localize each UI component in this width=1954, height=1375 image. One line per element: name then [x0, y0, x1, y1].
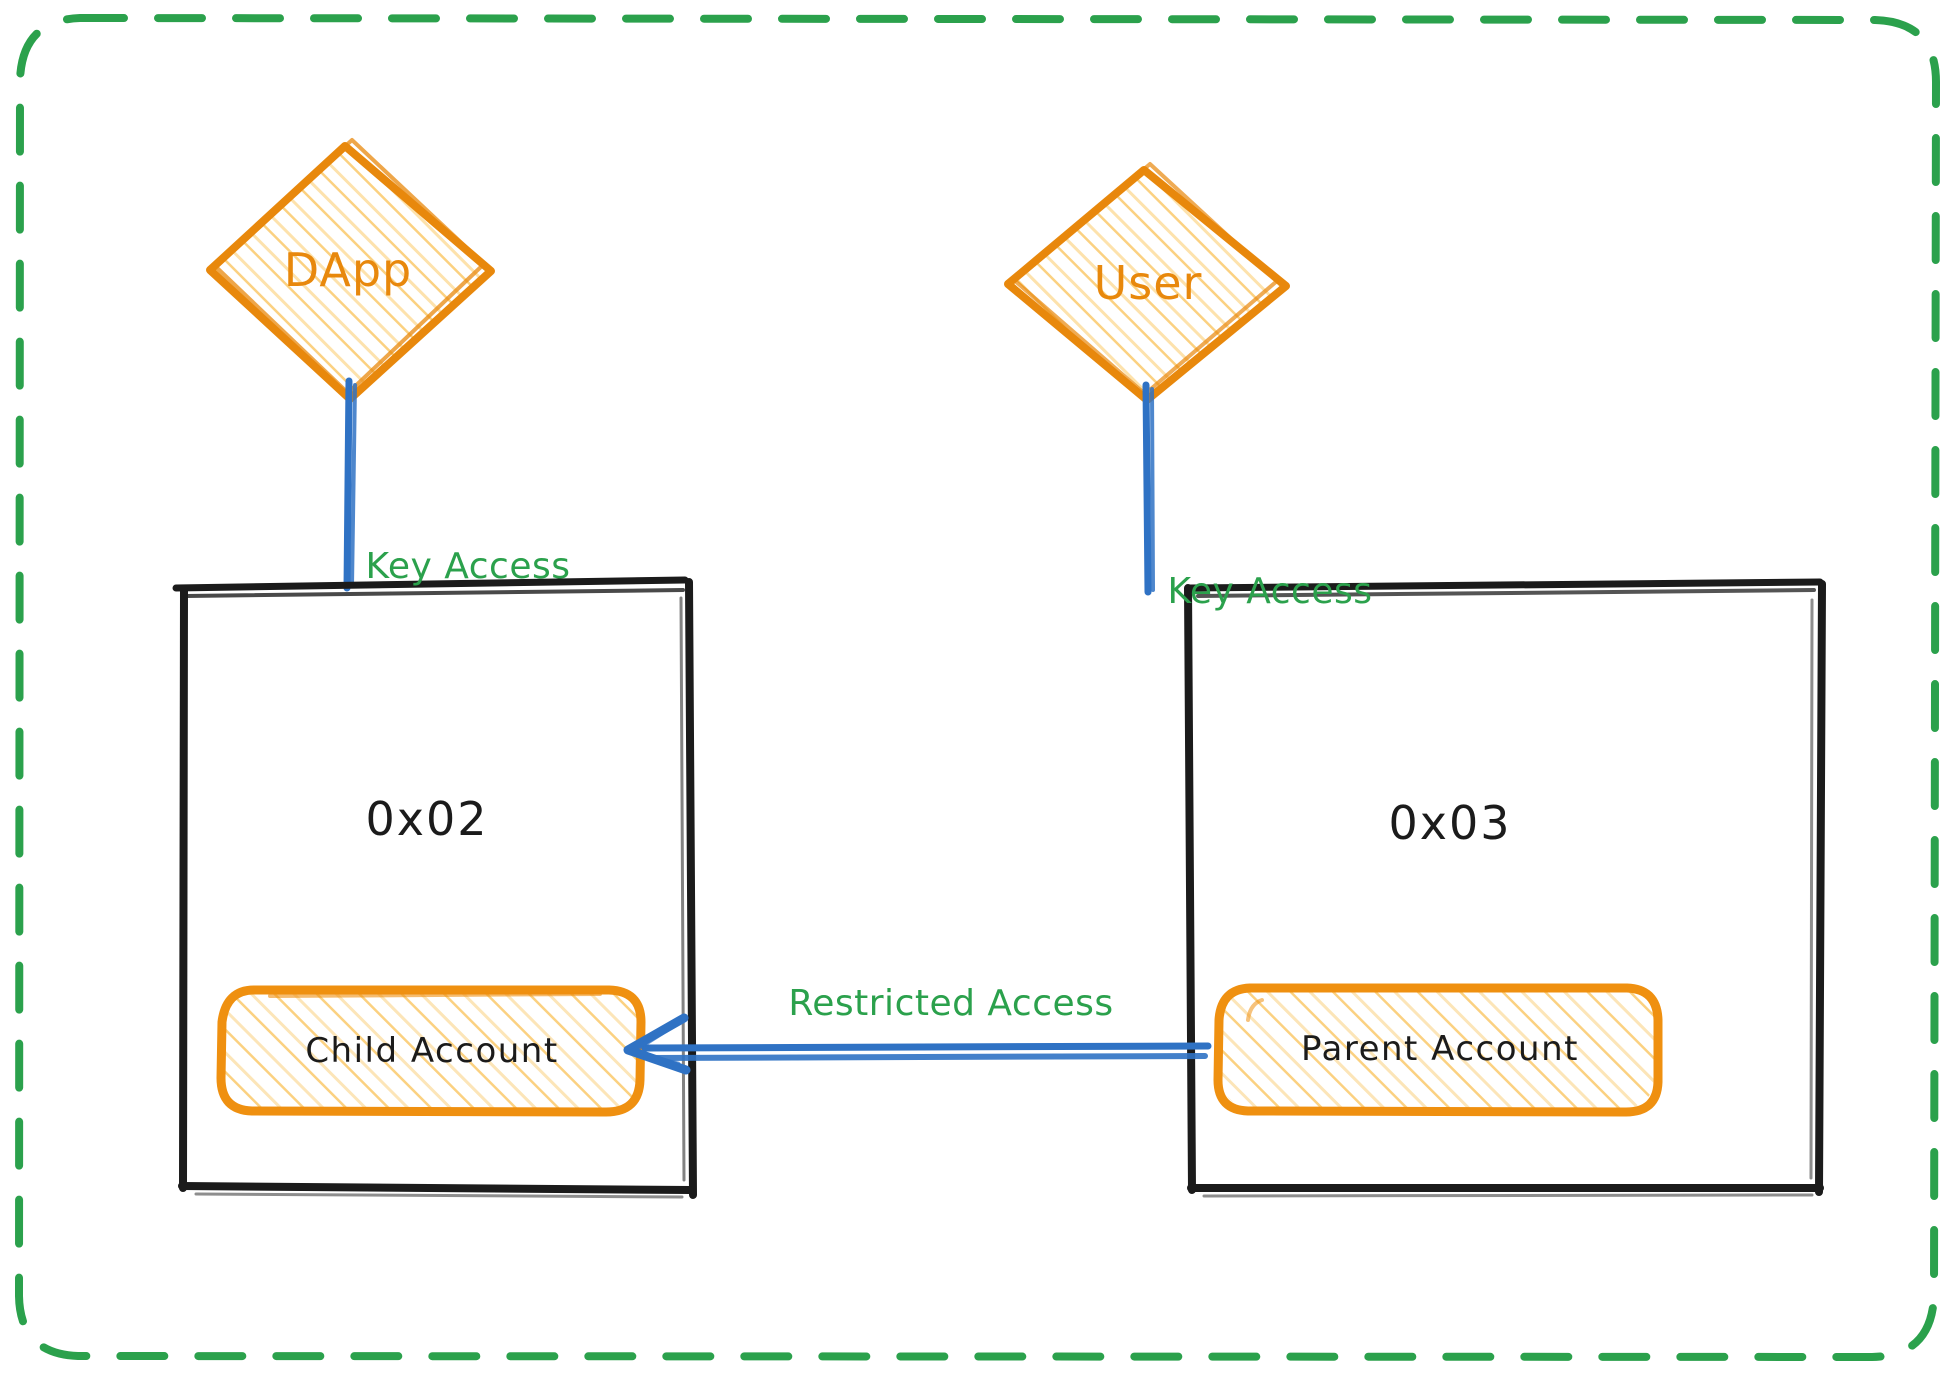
edge-dapp-to-child	[343, 377, 357, 592]
edge-label-key-access-dapp: Key Access	[365, 546, 571, 587]
account-box-0x03	[1184, 578, 1826, 1198]
edge-parent-to-child	[623, 1013, 1212, 1075]
edge-label-restricted-access: Restricted Access	[788, 983, 1114, 1024]
pill-label-parent-account: Parent Account	[1301, 1029, 1579, 1069]
pill-label-child-account: Child Account	[305, 1031, 559, 1071]
node-label-user: User	[1093, 256, 1203, 310]
account-address-0x03: 0x03	[1388, 796, 1512, 850]
account-box-0x02	[172, 576, 697, 1199]
pill-child-account[interactable]	[216, 985, 646, 1117]
blockchain-boundary	[14, 13, 1941, 1362]
account-address-0x02: 0x02	[365, 792, 489, 846]
edge-label-key-access-user: Key Access	[1167, 571, 1373, 612]
edge-user-to-parent	[1142, 381, 1155, 596]
pill-parent-account[interactable]	[1213, 983, 1663, 1117]
node-label-dapp: DApp	[283, 243, 413, 297]
